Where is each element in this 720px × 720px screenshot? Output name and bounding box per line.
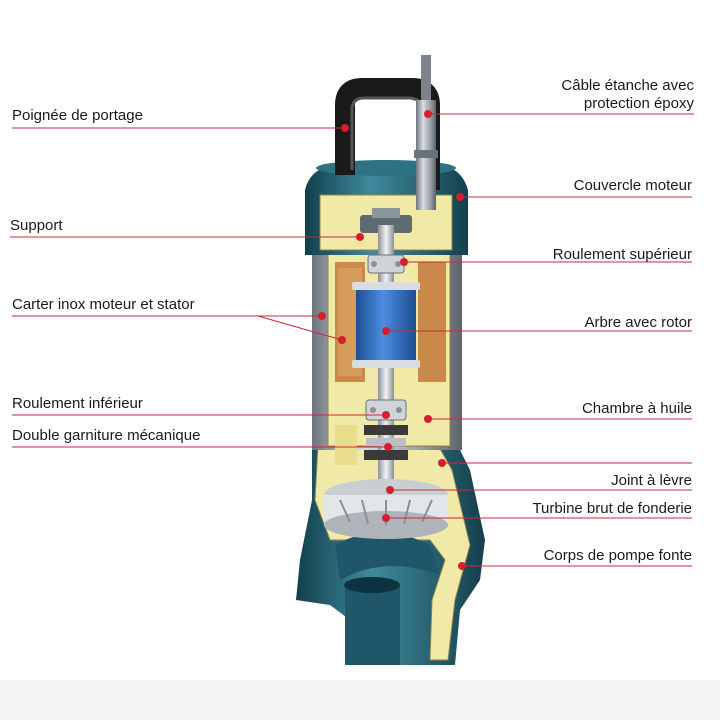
label-couvercle: Couvercle moteur <box>573 177 692 194</box>
rotor <box>352 282 420 368</box>
label-cable-line1: Câble étanche avec <box>561 77 694 94</box>
label-carter: Carter inox moteur et stator <box>12 296 195 313</box>
label-cable-line2: protection époxy <box>583 95 694 112</box>
label-garniture: Double garniture mécanique <box>12 427 201 444</box>
oil-chamber <box>335 425 357 465</box>
support-part <box>360 208 412 233</box>
cable-part <box>414 55 438 210</box>
label-joint: Joint à lèvre <box>611 472 692 489</box>
label-corps: Corps de pompe fonte <box>543 547 692 564</box>
mechanical-seal <box>364 425 408 460</box>
label-turbine: Turbine brut de fonderie <box>532 500 692 517</box>
upper-bearing <box>367 254 405 274</box>
label-roulement-superieur: Roulement supérieur <box>552 246 692 263</box>
label-poignee: Poignée de portage <box>12 107 143 124</box>
label-support: Support <box>10 217 63 234</box>
label-roulement-inferieur: Roulement inférieur <box>12 395 143 412</box>
label-arbre: Arbre avec rotor <box>584 314 692 331</box>
bottom-strip <box>0 680 720 720</box>
impeller <box>324 479 448 539</box>
leader-lines <box>10 113 694 567</box>
label-chambre: Chambre à huile <box>581 400 692 417</box>
marker-dots <box>318 110 466 570</box>
